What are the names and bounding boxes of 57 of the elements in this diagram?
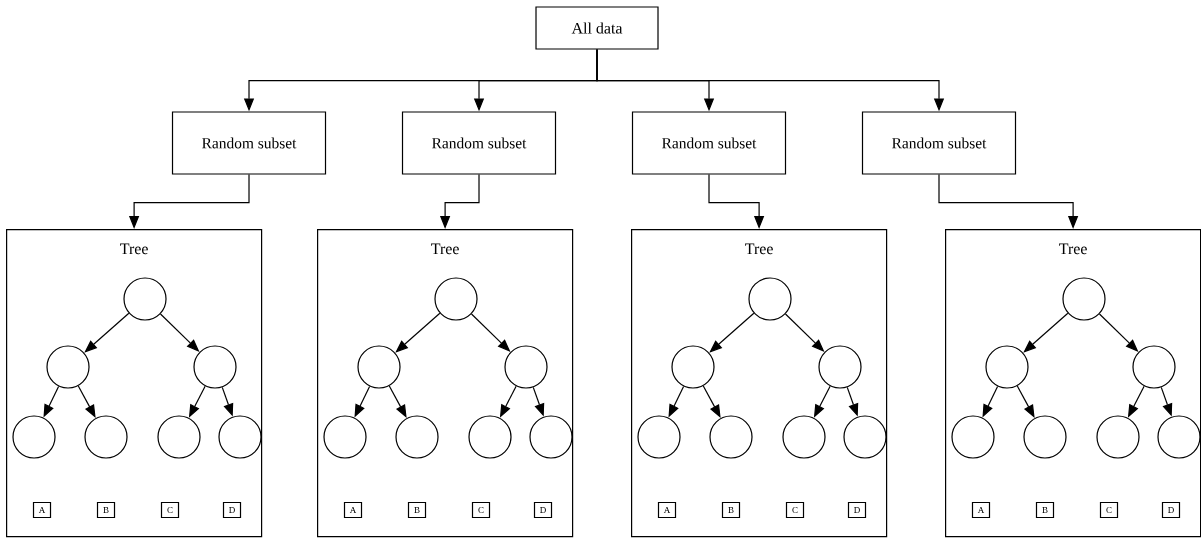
leaf-box: C [160,501,180,519]
subset-box: Random subset [401,111,557,175]
leaf-box: B [407,501,427,519]
tree-node-circle [46,345,90,389]
leaf-box: D [847,501,867,519]
leaf-box: B [1035,501,1055,519]
leaf-box: B [721,501,741,519]
tree-node-circle [123,277,167,321]
leaf-box: B [96,501,116,519]
tree-node-circle [709,415,753,459]
arrow [1016,385,1035,418]
tree-node-circle [1157,415,1201,459]
tree-node-circle [1096,415,1140,459]
tree-node-circle [468,415,512,459]
leaf-box: D [222,501,242,519]
tree-node-circle [843,415,887,459]
leaf-box: A [32,501,52,519]
subset-box: Random subset [631,111,787,175]
tree-node-circle [1023,415,1067,459]
tree-node-circle [985,345,1029,389]
leaf-box: C [471,501,491,519]
arrow [388,385,407,418]
tree-node-circle [671,345,715,389]
tree-node-circle [193,345,237,389]
tree-node-circle [157,415,201,459]
tree-node-circle [951,415,995,459]
tree-node-circle [1132,345,1176,389]
tree-node-circle [323,415,367,459]
tree-node-circle [818,345,862,389]
tree-node-circle [782,415,826,459]
tree-node-circle [748,277,792,321]
tree-node-circle [218,415,262,459]
tree-node-circle [84,415,128,459]
data-box: All data [535,6,659,50]
tree-node-circle [529,415,573,459]
tree-node-circle [1062,277,1106,321]
leaf-box: D [1161,501,1181,519]
leaf-box: C [1099,501,1119,519]
subset-box: Random subset [861,111,1017,175]
arrow [84,312,130,353]
tree-node-circle [395,415,439,459]
tree-node-circle [637,415,681,459]
tree-node-circle [504,345,548,389]
tree-node-circle [357,345,401,389]
leaf-box: A [971,501,991,519]
arrow [702,385,721,418]
tree-node-circle [12,415,56,459]
tree-node-circle [434,277,478,321]
leaf-box: C [785,501,805,519]
leaf-box: A [657,501,677,519]
subset-box: Random subset [171,111,327,175]
arrow [395,312,441,353]
arrow [77,385,96,418]
leaf-box: D [533,501,553,519]
leaf-box: A [343,501,363,519]
arrow [1023,312,1069,353]
arrow [709,312,755,353]
